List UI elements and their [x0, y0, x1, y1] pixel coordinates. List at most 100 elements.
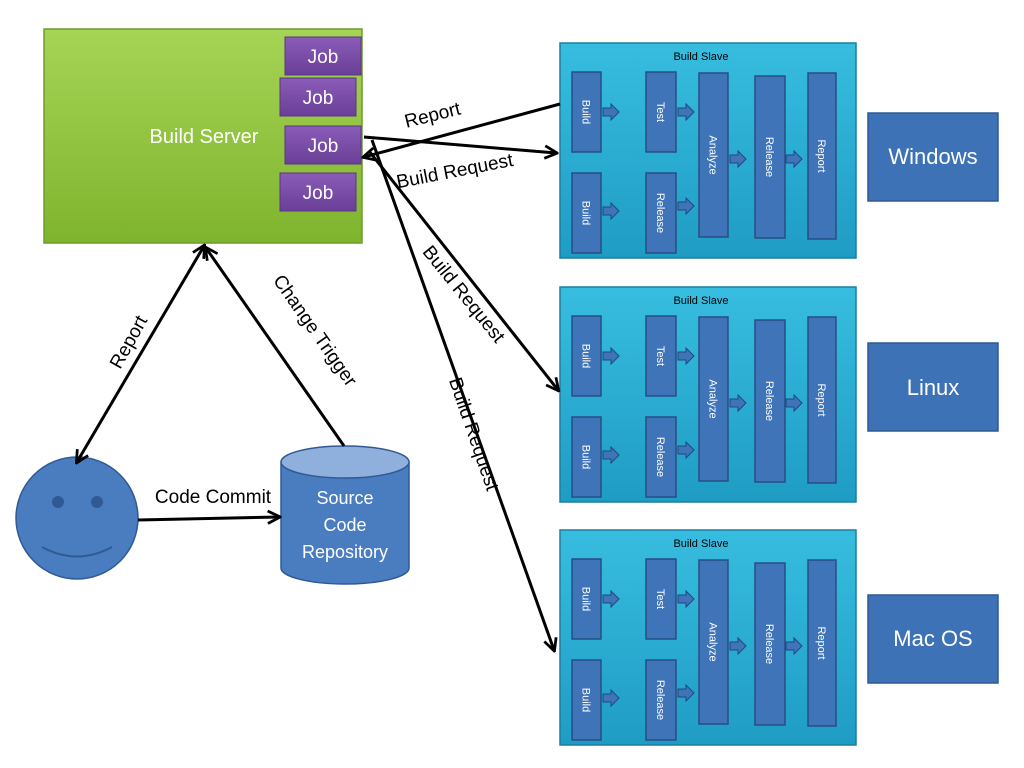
stage-release-label: Release — [654, 680, 666, 720]
stage-build-box — [571, 315, 602, 397]
report-arrow-developer — [77, 246, 204, 462]
stage-build-box — [571, 558, 602, 640]
stage-release-box — [754, 319, 786, 483]
report-arrow — [364, 102, 561, 157]
stage-test-box — [645, 558, 677, 640]
stage-build-label: Build — [580, 445, 592, 469]
platform-label: Mac OS — [893, 626, 972, 651]
stage-analyze-label: Analyze — [707, 135, 719, 174]
stage-build-label: Build — [580, 100, 592, 124]
stage-release-label: Release — [654, 193, 666, 233]
flow-arrow-icon — [677, 683, 695, 703]
stage-analyze-label: Analyze — [707, 622, 719, 661]
stage-analyze-box — [698, 559, 729, 725]
flow-arrow-icon — [677, 346, 695, 366]
flow-arrow-icon — [602, 346, 620, 366]
stage-build-box — [571, 172, 602, 254]
stage-report-label: Report — [815, 626, 827, 659]
stage-release-box — [645, 416, 677, 498]
job-label: Job — [303, 88, 334, 109]
build-slave-title: Build Slave — [673, 538, 728, 550]
stage-analyze-box — [698, 72, 729, 238]
job-box — [279, 77, 357, 117]
stage-report-label: Report — [815, 383, 827, 416]
stage-test-label: Test — [654, 102, 666, 122]
code-commit-arrow — [137, 517, 279, 520]
stage-release-box — [645, 172, 677, 254]
stage-build-box — [571, 71, 602, 153]
stage-release-box — [754, 75, 786, 239]
flow-arrow-icon — [602, 201, 620, 221]
stage-report-box — [807, 316, 837, 484]
flow-arrow-icon — [677, 440, 695, 460]
platforms: Windows Linux Mac OS — [867, 112, 999, 684]
stage-build-box — [571, 659, 602, 741]
build-server: Build Server Job Job Job Job — [43, 28, 363, 244]
flow-arrow-icon — [677, 102, 695, 122]
platform-box — [867, 112, 999, 202]
stage-release-box — [754, 562, 786, 726]
report-label: Report — [402, 98, 463, 132]
flow-arrow-icon — [729, 393, 747, 413]
job-label: Job — [308, 47, 339, 68]
source-code-repository: Source Code Repository — [280, 445, 410, 585]
build-slave-title: Build Slave — [673, 295, 728, 307]
stage-build-label: Build — [580, 587, 592, 611]
code-commit-label: Code Commit — [155, 487, 272, 508]
platform-box — [867, 342, 999, 432]
build-request-arrow-macos — [370, 139, 554, 650]
stage-release-box — [645, 659, 677, 741]
flow-arrow-icon — [729, 636, 747, 656]
build-request-label: Build Request — [395, 150, 516, 193]
flow-arrow-icon — [602, 589, 620, 609]
job-box — [279, 172, 357, 212]
repository-label-line3: Repository — [302, 542, 388, 562]
flow-arrow-icon — [602, 102, 620, 122]
platform-box — [867, 594, 999, 684]
stage-report-box — [807, 72, 837, 240]
flow-arrow-icon — [677, 589, 695, 609]
stage-release-label: Release — [763, 137, 775, 177]
stage-build-box — [571, 416, 602, 498]
change-trigger-arrow — [206, 248, 346, 447]
job-box — [284, 36, 362, 76]
change-trigger-label: Change Trigger — [268, 271, 361, 391]
stage-analyze-label: Analyze — [707, 379, 719, 418]
platform-label: Linux — [907, 375, 960, 400]
stage-build-label: Build — [580, 201, 592, 225]
build-request-arrow-linux — [367, 150, 558, 390]
build-slave-title: Build Slave — [673, 51, 728, 63]
repository-label-line2: Code — [323, 515, 366, 535]
stage-test-box — [645, 71, 677, 153]
flow-arrow-icon — [602, 688, 620, 708]
report-label: Report — [106, 312, 152, 373]
build-server-title: Build Server — [150, 126, 259, 148]
repository-label-line1: Source — [316, 488, 373, 508]
stage-build-label: Build — [580, 688, 592, 712]
build-request-label: Build Request — [418, 242, 509, 348]
stage-release-label: Release — [654, 437, 666, 477]
edges — [77, 102, 561, 650]
stage-test-label: Test — [654, 346, 666, 366]
stage-release-label: Release — [763, 624, 775, 664]
stage-test-box — [645, 315, 677, 397]
build-request-arrow-windows — [363, 135, 556, 153]
flow-arrow-icon — [602, 445, 620, 465]
job-label: Job — [308, 136, 339, 157]
job-box — [284, 125, 362, 165]
build-request-label: Build Request — [444, 375, 503, 494]
stage-report-box — [807, 559, 837, 727]
stage-test-label: Test — [654, 589, 666, 609]
developer-smiley-icon — [15, 456, 139, 580]
stage-build-label: Build — [580, 344, 592, 368]
flow-arrow-icon — [785, 149, 803, 169]
stage-report-label: Report — [815, 139, 827, 172]
flow-arrow-icon — [785, 393, 803, 413]
flow-arrow-icon — [785, 636, 803, 656]
flow-arrow-icon — [677, 196, 695, 216]
